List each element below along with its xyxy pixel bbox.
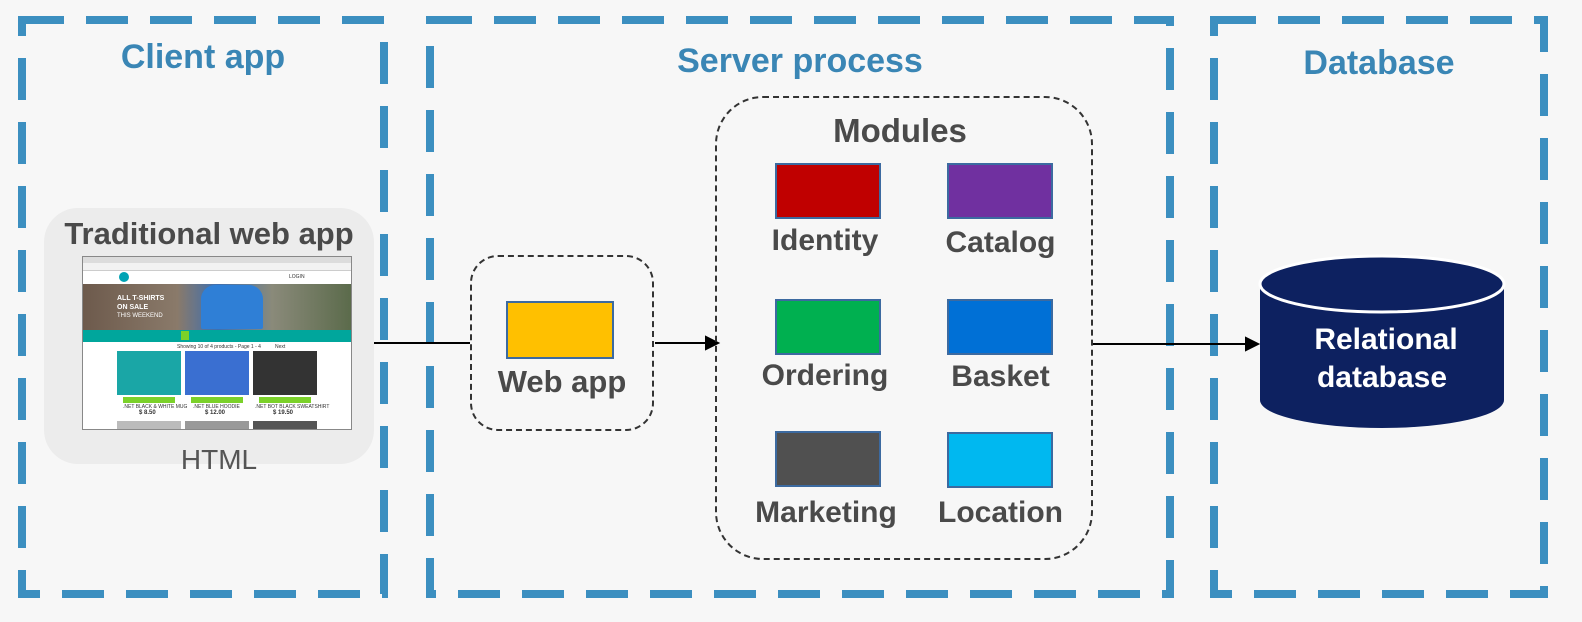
hero-shirt <box>201 285 263 329</box>
location-label: Location <box>938 496 1063 529</box>
product-row-2 <box>117 421 317 429</box>
filter-bar <box>83 330 351 342</box>
marketing-swatch <box>775 431 881 487</box>
product-name-3: .NET BOT BLACK SWEATSHIRT <box>255 404 330 410</box>
browser-tabbar <box>83 257 351 263</box>
location-swatch <box>947 432 1053 488</box>
database-border <box>1210 16 1548 598</box>
product-image-sweatshirt[interactable] <box>253 351 317 395</box>
server-process-border <box>426 16 1174 598</box>
add-to-cart-button-3[interactable] <box>259 397 311 403</box>
product-price-1: $ 8.50 <box>139 410 156 416</box>
eshop-logo-icon <box>119 272 129 282</box>
web-app-swatch <box>506 301 614 359</box>
banner-text-1: ALL T-SHIRTS <box>117 295 165 302</box>
product-image-hoodie[interactable] <box>185 351 249 395</box>
modules-box <box>715 96 1093 560</box>
web-app-label: Web app <box>497 364 627 399</box>
database-title: Database <box>1303 44 1455 82</box>
catalog-label: Catalog <box>945 226 1056 259</box>
web-app-box <box>470 255 654 431</box>
product-name-1: .NET BLACK & WHITE MUG <box>123 404 188 410</box>
product-name-2: .NET BLUE HOODIE <box>193 404 240 410</box>
basket-label: Basket <box>951 360 1050 393</box>
login-link[interactable]: LOGIN <box>289 274 305 280</box>
site-header <box>83 271 351 284</box>
pager-summary: Showing 10 of 4 products - Page 1 - 4 <box>177 344 261 350</box>
database-label-line1: Relational <box>1314 323 1458 356</box>
database-cylinder-icon <box>1258 254 1506 428</box>
product-price-3: $ 19.50 <box>273 410 294 416</box>
marketing-label: Marketing <box>755 496 897 529</box>
database-label-line2: database <box>1316 361 1448 394</box>
ordering-label: Ordering <box>761 359 889 392</box>
catalog-swatch <box>947 163 1053 219</box>
pager-next[interactable]: Next <box>275 344 286 350</box>
client-app-title: Client app <box>120 38 286 76</box>
client-app-border <box>18 16 388 598</box>
add-to-cart-button-1[interactable] <box>123 397 175 403</box>
add-to-cart-button-2[interactable] <box>191 397 243 403</box>
web-app-screenshot: LOGIN ALL T-SHIRTS ON SALE THIS WEEKEND … <box>82 256 352 430</box>
identity-label: Identity <box>771 224 879 257</box>
product-image-mug[interactable] <box>117 351 181 395</box>
basket-swatch <box>947 299 1053 355</box>
modules-title: Modules <box>833 112 967 149</box>
filter-apply-button[interactable] <box>181 331 189 340</box>
browser-addressbar <box>83 263 351 271</box>
identity-swatch <box>775 163 881 219</box>
server-process-title: Server process <box>677 42 923 80</box>
traditional-web-app-title: Traditional web app <box>64 216 354 251</box>
banner-text-2: ON SALE <box>117 304 149 311</box>
product-price-2: $ 12.00 <box>205 410 226 416</box>
html-caption: HTML <box>180 444 258 475</box>
ordering-swatch <box>775 299 881 355</box>
banner-text-3: THIS WEEKEND <box>117 313 163 319</box>
